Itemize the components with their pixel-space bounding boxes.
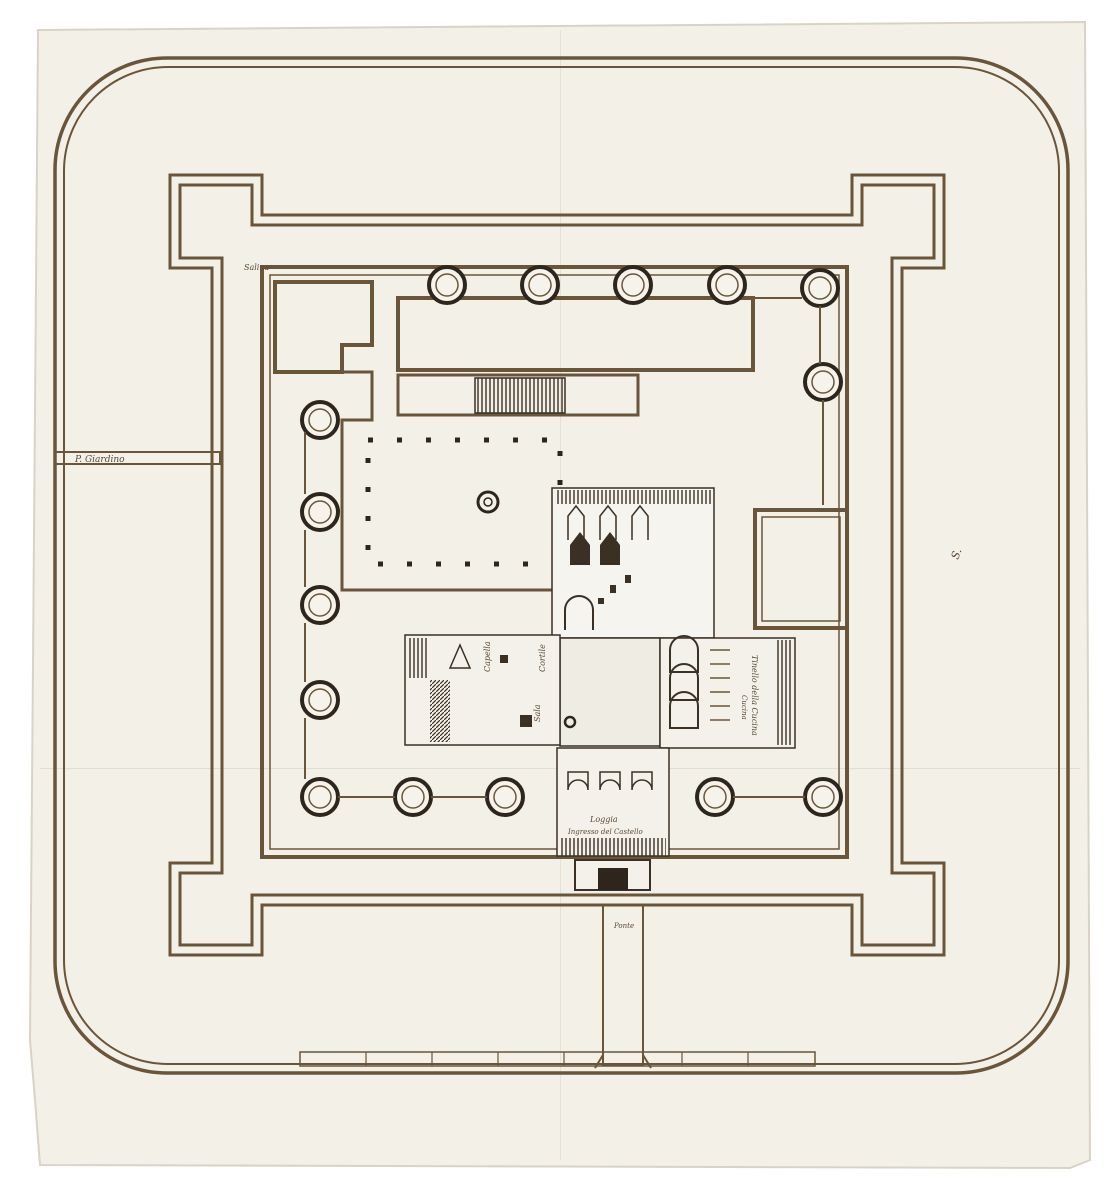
label-garden-passage: P. Giardino <box>74 455 125 465</box>
label-right-margin: S. <box>949 547 965 561</box>
round-tower <box>393 777 433 817</box>
bridge <box>602 904 644 1066</box>
round-tower <box>803 362 843 402</box>
central-hall <box>559 637 661 747</box>
moat-outer-line <box>53 56 1070 1075</box>
round-tower <box>300 680 340 720</box>
label-side-room: Sala <box>533 704 542 722</box>
curtain-wall-outer <box>168 173 946 957</box>
round-tower <box>613 265 653 305</box>
curtain-wall-inner <box>178 183 936 947</box>
round-tower <box>300 400 340 440</box>
round-tower <box>707 265 747 305</box>
label-corner-tag: Salina <box>244 263 270 272</box>
tower-top-left <box>273 280 374 374</box>
round-tower <box>800 268 840 308</box>
entrance-block <box>556 747 670 891</box>
north-hall-lower <box>396 373 640 417</box>
scale-bar <box>299 1051 816 1067</box>
round-tower <box>300 492 340 532</box>
central-keep <box>551 487 715 639</box>
label-entrance-cap: Loggia <box>589 815 618 824</box>
round-towers <box>300 265 843 817</box>
label-right-wing-sub: Cucina <box>740 695 748 720</box>
round-tower <box>300 777 340 817</box>
round-tower <box>803 777 843 817</box>
round-tower <box>520 265 560 305</box>
round-tower <box>300 585 340 625</box>
label-courtyard: Cortile <box>538 644 547 672</box>
round-tower <box>485 777 525 817</box>
east-block <box>753 508 849 630</box>
east-wing <box>659 635 796 749</box>
tower-links <box>304 297 824 798</box>
moat-inner-line <box>63 66 1060 1065</box>
west-wing <box>404 634 577 746</box>
label-right-wing: Tinello della Cucina <box>750 655 759 736</box>
round-tower <box>695 777 735 817</box>
courtyard-well <box>476 490 500 514</box>
label-entrance-sub: Ingresso del Castello <box>567 828 643 836</box>
label-chapel: Capella <box>483 641 492 672</box>
label-bridge: Ponte <box>613 922 634 930</box>
round-tower <box>427 265 467 305</box>
main-stair <box>474 377 566 414</box>
garden-passage <box>54 451 221 465</box>
west-gallery <box>340 370 555 592</box>
